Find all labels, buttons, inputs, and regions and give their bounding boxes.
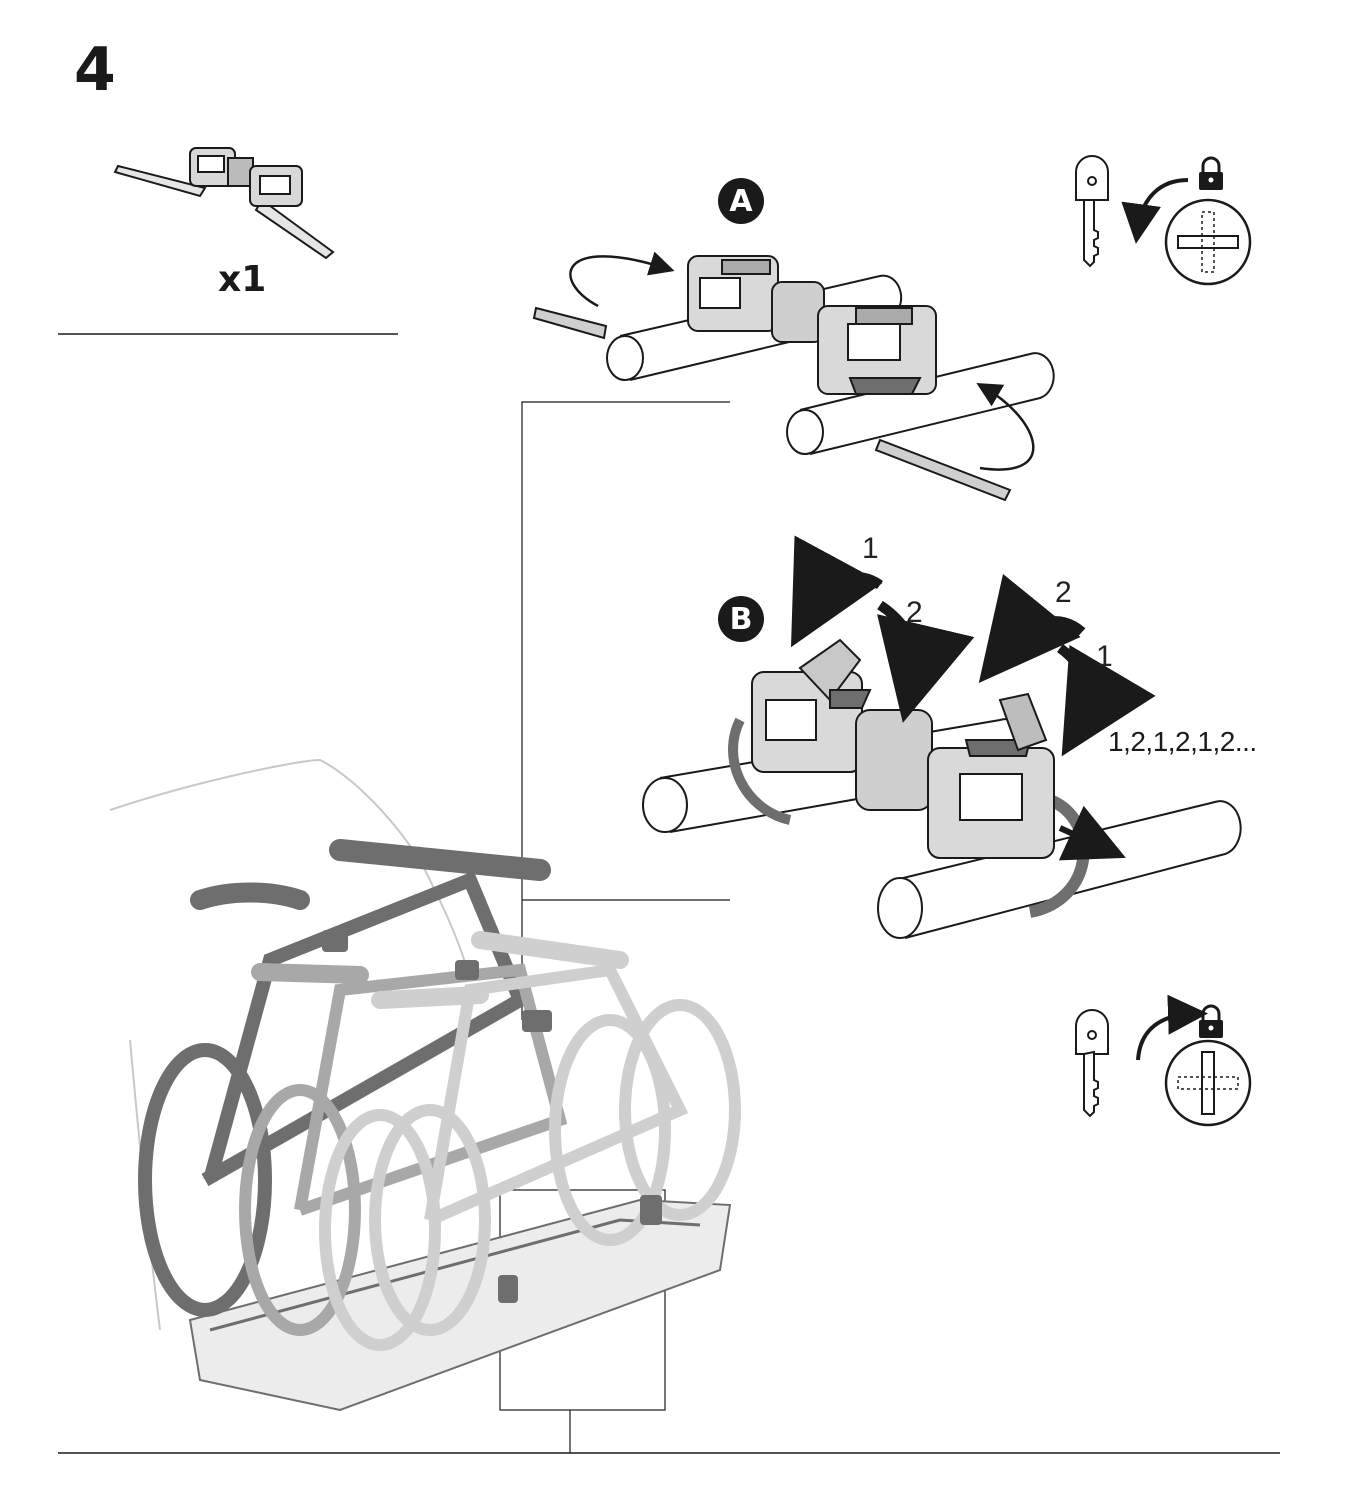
key-unlock-icon xyxy=(1075,155,1109,268)
lock-cylinder-unlocked-icon xyxy=(1164,198,1252,286)
key-lock-icon xyxy=(1075,1009,1109,1118)
rotate-counterclockwise-arrow-icon xyxy=(1121,178,1189,244)
step-number: 4 xyxy=(74,35,116,105)
left-lever-step-2: 2 xyxy=(906,596,923,629)
left-lever-step-1: 1 xyxy=(862,532,879,565)
padlock-icon-2 xyxy=(1199,1004,1223,1038)
bike-carrier-overview xyxy=(109,758,741,1412)
right-lever-step-2: 2 xyxy=(1055,576,1072,609)
repeat-sequence-label: 1,2,1,2,1,2... xyxy=(1108,726,1257,757)
padlock-icon xyxy=(1199,156,1223,190)
right-lever-step-1: 1 xyxy=(1096,640,1113,673)
part-quantity: x1 xyxy=(218,259,267,300)
detail-b-illustration xyxy=(642,535,1242,939)
strap-lock-part-icon xyxy=(113,147,335,260)
detail-b-badge: B xyxy=(718,596,764,642)
detail-a-illustration xyxy=(532,251,1055,502)
rotate-clockwise-arrow-icon xyxy=(1136,994,1208,1061)
lock-cylinder-locked-icon xyxy=(1164,1039,1252,1127)
detail-a-badge: A xyxy=(718,178,764,224)
